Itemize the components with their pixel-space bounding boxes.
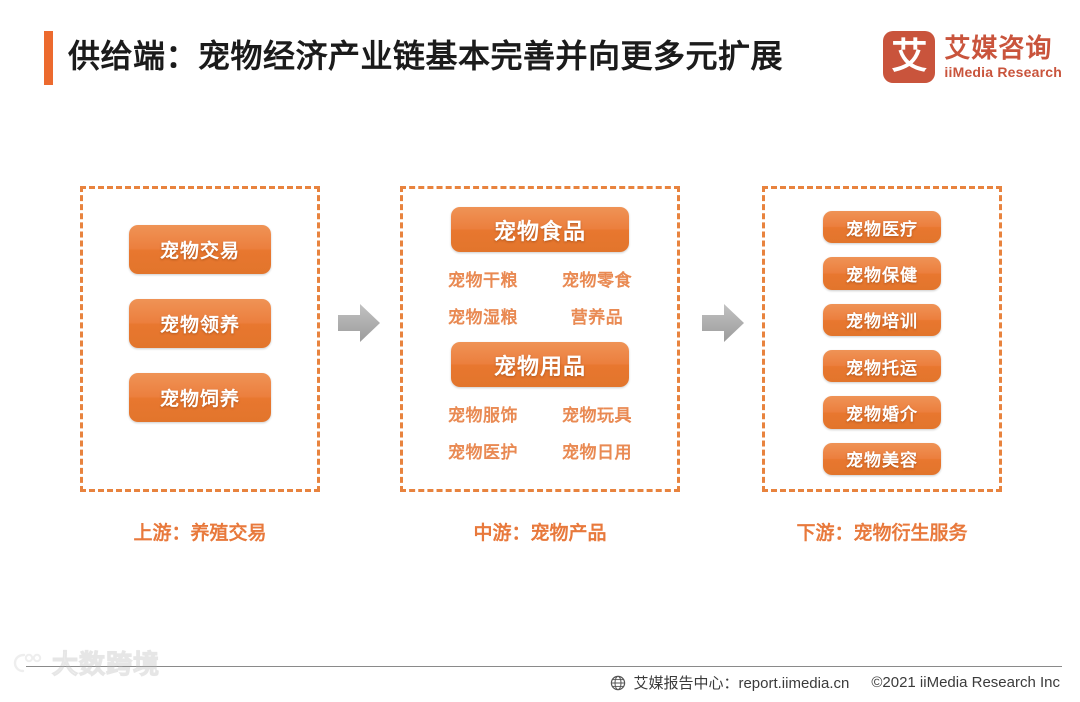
brand-mark-icon: 艾 [883,31,936,83]
stage-upstream-box: 宠物交易 宠物领养 宠物饲养 [80,186,320,492]
globe-icon [611,675,626,690]
arrow-right-icon [700,300,746,346]
stage-midstream-box: 宠物食品 宠物干粮 宠物零食 宠物湿粮 营养品 宠物用品 宠物服饰 宠物玩具 宠… [400,186,680,492]
watermark-logo-icon [13,653,42,672]
page-header: 供给端：宠物经济产业链基本完善并向更多元扩展 艾 艾媒咨询 iiMedia Re… [0,0,1080,110]
pill-downstream-3[interactable]: 宠物培训 [823,303,941,336]
brand-name-en: iiMedia Research [944,63,1062,80]
pill-downstream-4[interactable]: 宠物托运 [823,349,941,383]
watermark-text: 大数跨境 [51,649,161,680]
pill-upstream-1[interactable]: 宠物交易 [129,225,271,274]
sub-item-supplies-3: 宠物医护 [448,443,518,462]
stage-upstream: 宠物交易 宠物领养 宠物饲养 上游：养殖交易 [80,186,320,545]
pill-midstream-supplies[interactable]: 宠物用品 [451,342,629,387]
stage-midstream-caption: 中游：宠物产品 [473,523,607,544]
footer-info: 艾媒报告中心：report.iimedia.cn ©2021 iiMedia R… [610,672,1060,693]
pill-upstream-3[interactable]: 宠物饲养 [129,373,271,422]
stage-midstream: 宠物食品 宠物干粮 宠物零食 宠物湿粮 营养品 宠物用品 宠物服饰 宠物玩具 宠… [400,186,680,545]
pill-downstream-5[interactable]: 宠物婚介 [823,396,941,429]
brand-name-cn: 艾媒咨询 [944,32,1053,63]
pill-midstream-food[interactable]: 宠物食品 [451,207,629,252]
sub-item-food-2: 宠物零食 [562,271,632,290]
sub-item-food-1: 宠物干粮 [448,271,518,290]
footer-copyright: ©2021 iiMedia Research Inc [871,674,1060,691]
footer-report-center: 艾媒报告中心：report.iimedia.cn [633,675,850,692]
pill-downstream-1[interactable]: 宠物医疗 [823,211,941,244]
arrow-right-icon [336,300,382,346]
pill-upstream-2[interactable]: 宠物领养 [129,299,271,348]
sub-item-supplies-2: 宠物玩具 [562,406,632,425]
page-footer: 大数跨境 艾媒报告中心：report.iimedia.cn ©2021 iiMe… [0,649,1080,702]
stage-downstream-box: 宠物医疗 宠物保健 宠物培训 宠物托运 宠物婚介 宠物美容 [762,186,1002,492]
footer-divider [26,666,1062,667]
midstream-food-items: 宠物干粮 宠物零食 宠物湿粮 营养品 [433,266,647,328]
sub-item-food-3: 宠物湿粮 [448,308,518,327]
brand-text: 艾媒咨询 iiMedia Research [944,32,1062,81]
sub-item-food-4: 营养品 [570,308,624,327]
title-accent-bar [44,31,53,85]
stage-downstream-caption: 下游：宠物衍生服务 [796,523,968,544]
pill-downstream-6[interactable]: 宠物美容 [823,442,941,475]
sub-item-supplies-1: 宠物服饰 [448,406,518,425]
page-title: 供给端：宠物经济产业链基本完善并向更多元扩展 [68,38,784,74]
midstream-supplies-items: 宠物服饰 宠物玩具 宠物医护 宠物日用 [433,401,647,463]
sub-item-supplies-4: 宠物日用 [562,443,632,462]
industry-chain-diagram: 宠物交易 宠物领养 宠物饲养 上游：养殖交易 宠物食品 宠物干粮 宠物零食 宠物… [0,186,1080,556]
stage-upstream-caption: 上游：养殖交易 [133,523,267,544]
stage-downstream: 宠物医疗 宠物保健 宠物培训 宠物托运 宠物婚介 宠物美容 下游：宠物衍生服务 [762,186,1002,545]
iimedia-logo: 艾 艾媒咨询 iiMedia Research [883,31,1062,83]
watermark: 大数跨境 [12,644,160,681]
pill-downstream-2[interactable]: 宠物保健 [823,257,941,290]
